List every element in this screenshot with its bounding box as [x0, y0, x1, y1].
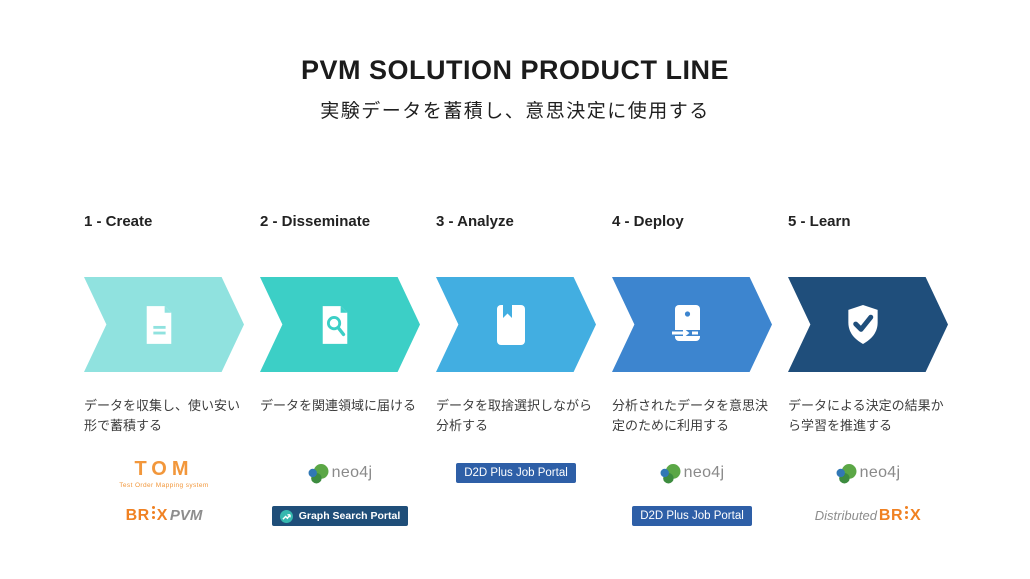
neo4j-logo: neo4j — [660, 463, 725, 484]
neo4j-icon — [660, 463, 681, 483]
brix-dotted-i-icon — [151, 516, 155, 519]
distributed-prefix: Distributed — [814, 508, 877, 523]
logo-column-analyze: D2D Plus Job Portal — [436, 456, 596, 533]
stage-label-disseminate: 2 - Disseminate — [260, 213, 371, 230]
slide-header: PVM SOLUTION PRODUCT LINE 実験データを蓄積し、意思決定… — [0, 55, 1030, 123]
file-text-icon — [146, 305, 172, 344]
stage-label-deploy: 4 - Deploy — [612, 213, 684, 230]
stage-chevron-disseminate — [260, 277, 420, 372]
neo4j-icon — [836, 463, 857, 483]
brix-dotted-i-icon — [905, 516, 909, 519]
page-title: PVM SOLUTION PRODUCT LINE — [300, 55, 729, 85]
stage-chevron-create — [84, 277, 244, 372]
neo4j-icon — [308, 463, 329, 483]
pvm-suffix: PVM — [169, 507, 203, 524]
stage-chevron-learn — [788, 277, 948, 372]
d2d-job-portal-label: D2D Plus Job Portal — [640, 510, 744, 522]
shield-check-icon — [848, 304, 878, 345]
file-search-icon — [322, 305, 348, 344]
stage-description-create: データを収集し、使い安い形で蓄積する — [84, 398, 241, 434]
stage-description-deploy: 分析されたデータを意思決定のために利用する — [612, 398, 769, 434]
tom-logo: TOM Test Order Mapping system — [119, 458, 208, 489]
graph-search-portal-label: Graph Search Portal — [298, 510, 401, 522]
logo-column-deploy: neo4j D2D Plus Job Portal — [612, 456, 772, 533]
graph-search-portal-badge: Graph Search Portal — [271, 506, 409, 526]
stage-label-learn: 5 - Learn — [788, 213, 851, 230]
description-row: データを収集し、使い安い形で蓄積する データを関連領域に届ける データを取捨選択… — [84, 396, 948, 436]
stage-description-learn: データによる決定の結果から学習を推進する — [788, 398, 944, 434]
stage-description-disseminate: データを関連領域に届ける — [260, 398, 417, 413]
stage-label-analyze: 3 - Analyze — [436, 213, 514, 230]
deploy-device-icon — [672, 304, 700, 341]
neo4j-logo: neo4j — [308, 463, 373, 484]
chevron-row — [84, 277, 948, 372]
d2d-job-portal-badge: D2D Plus Job Portal — [456, 463, 576, 483]
stage-chevron-deploy — [612, 277, 772, 372]
neo4j-logo: neo4j — [836, 463, 901, 484]
bookmark-book-icon — [497, 304, 525, 345]
neo4j-wordmark: neo4j — [331, 464, 373, 481]
stage-chevron-analyze — [436, 277, 596, 372]
tom-wordmark: TOM — [134, 457, 194, 480]
logo-column-disseminate: neo4j Graph Search Portal — [260, 456, 420, 533]
d2d-job-portal-label: D2D Plus Job Portal — [464, 467, 568, 479]
stage-label-create: 1 - Create — [84, 213, 153, 230]
trend-chart-icon — [279, 509, 293, 523]
page-subtitle: 実験データを蓄積し、意思決定に使用する — [320, 101, 710, 122]
stage-label-row: 1 - Create 2 - Disseminate 3 - Analyze 4… — [84, 213, 948, 230]
stage-description-analyze: データを取捨選択しながら分析する — [436, 398, 593, 434]
d2d-job-portal-badge: D2D Plus Job Portal — [632, 506, 752, 526]
tom-tagline: Test Order Mapping system — [119, 481, 209, 489]
neo4j-wordmark: neo4j — [683, 464, 725, 481]
neo4j-wordmark: neo4j — [859, 464, 901, 481]
